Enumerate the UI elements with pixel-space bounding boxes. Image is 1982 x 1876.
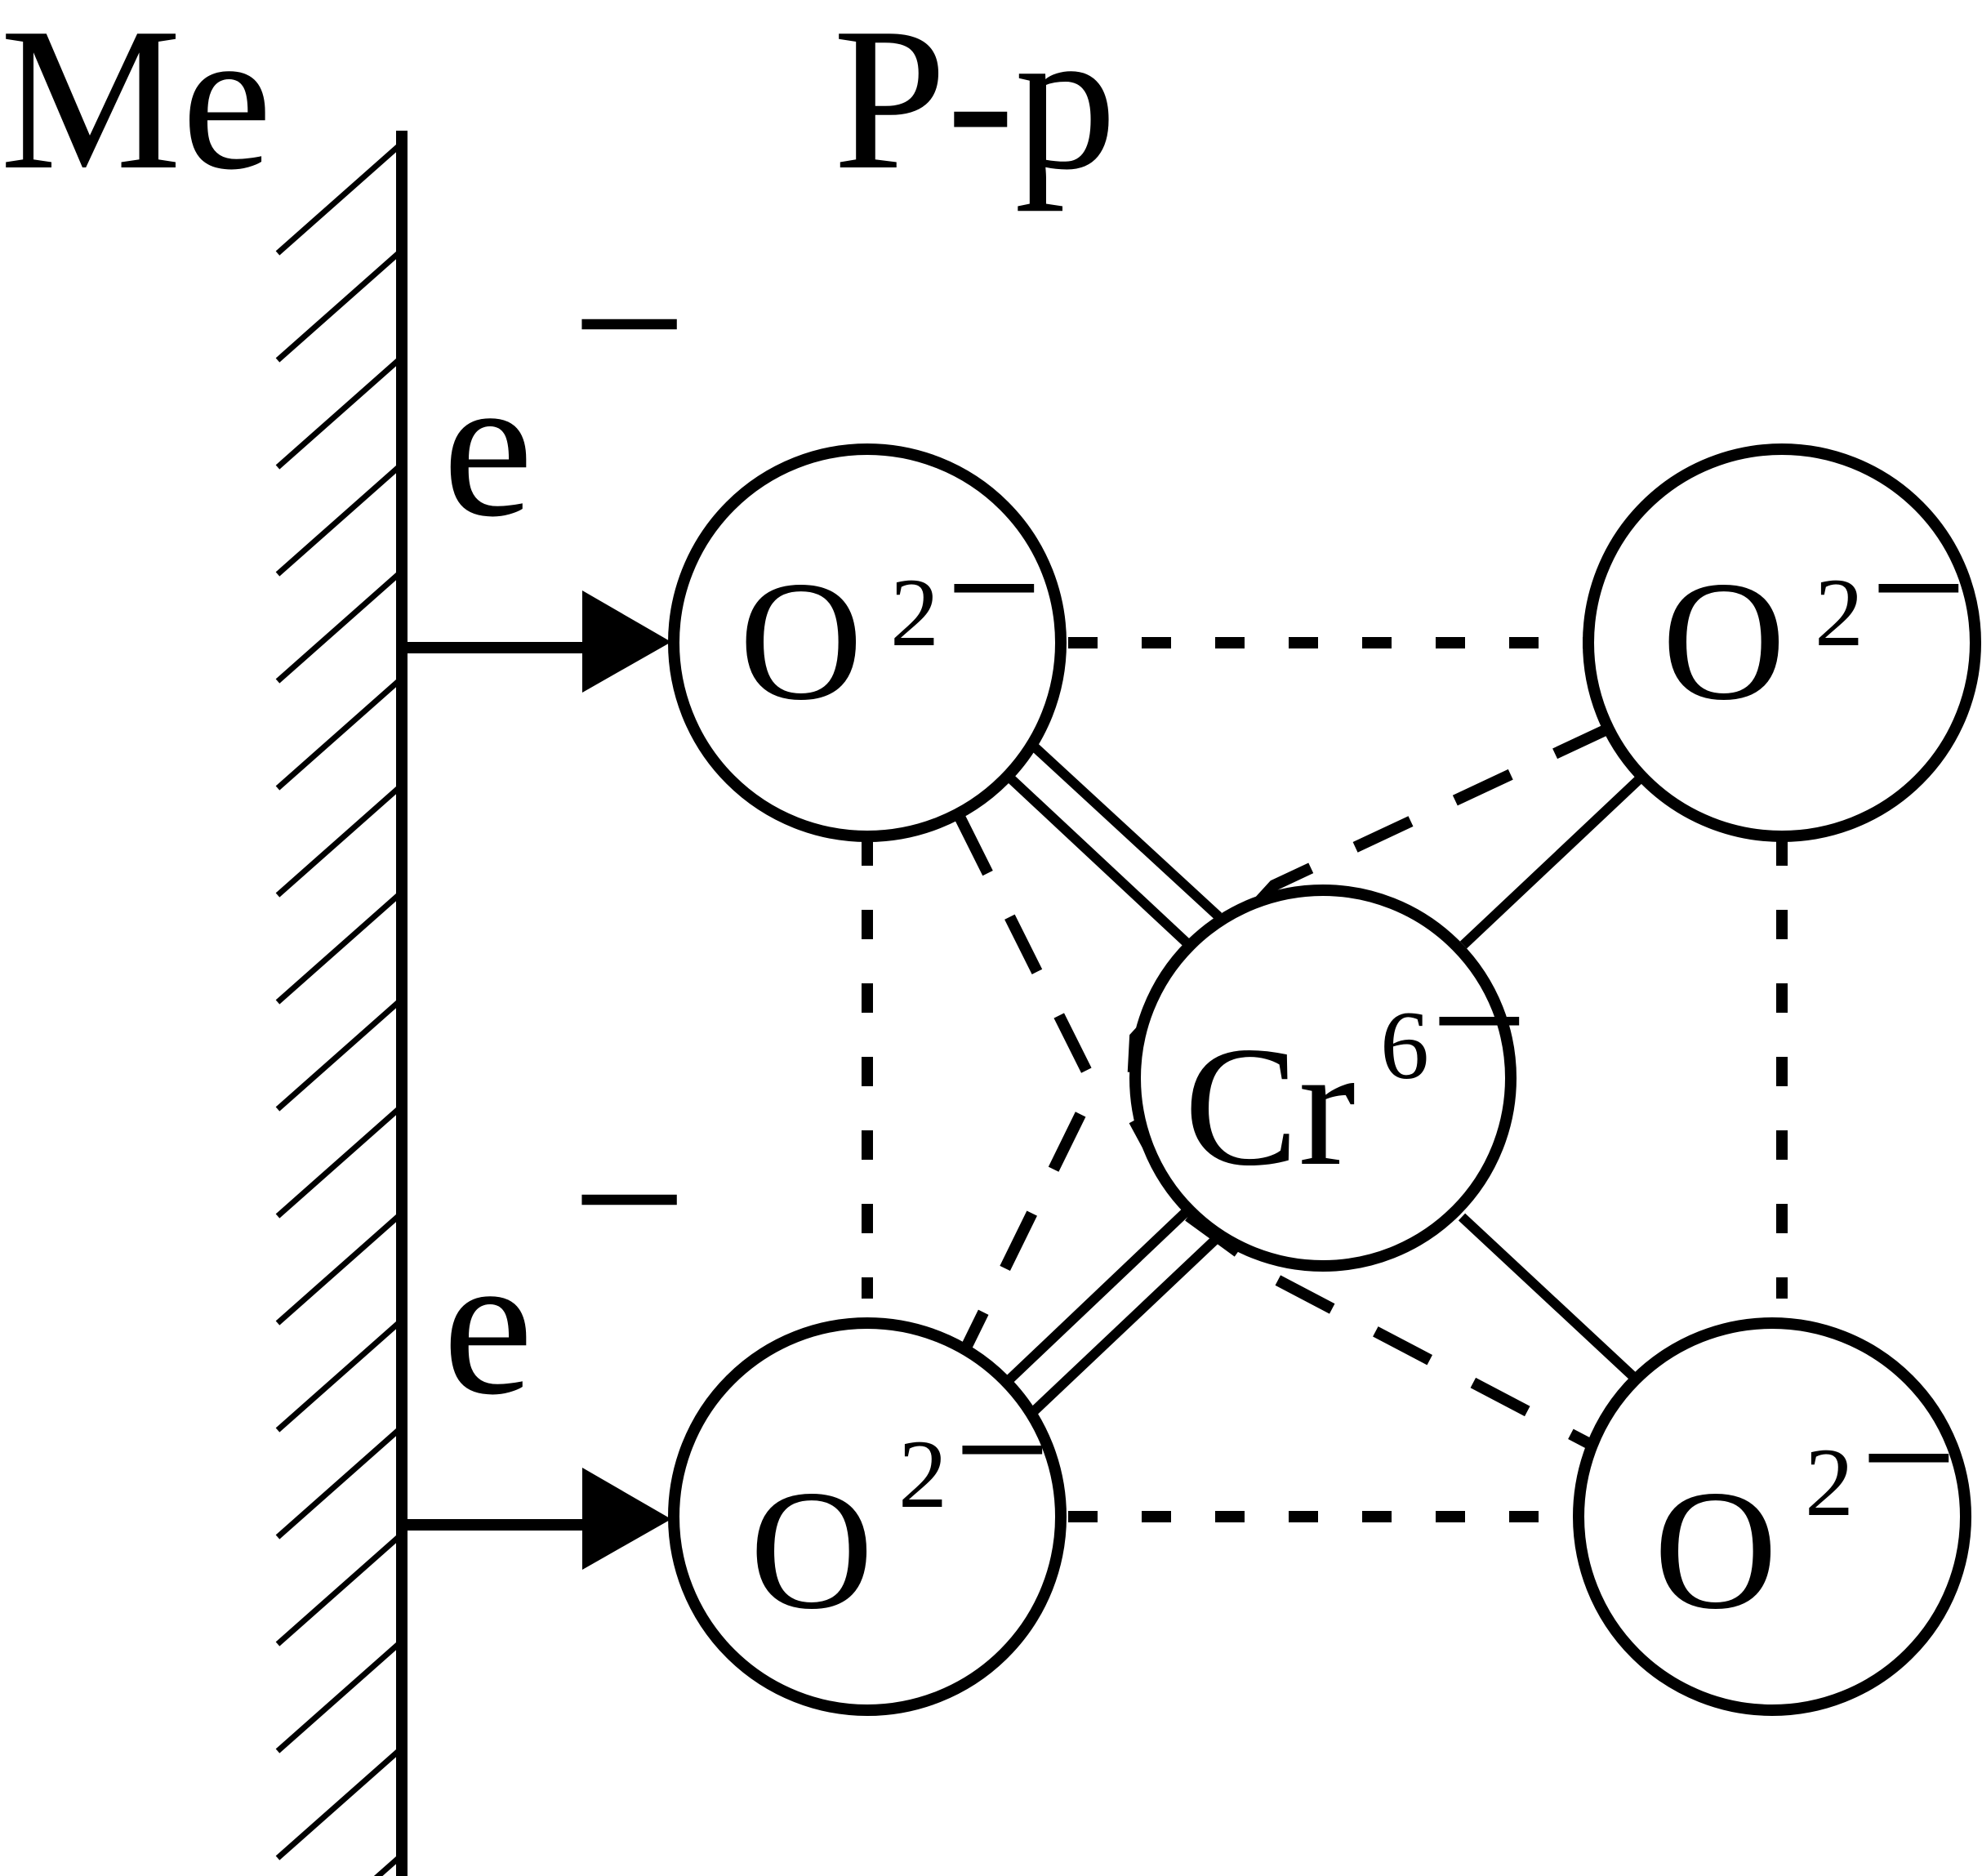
oxygen-symbol-top-left: O [739, 546, 863, 736]
oxygen-dotted-links [862, 637, 1788, 1522]
double-bond-bottom-left [1003, 1208, 1219, 1415]
chromium-symbol: Cr [1184, 1012, 1356, 1201]
electron-arrow-top [402, 590, 671, 693]
hatch-mark [275, 786, 401, 898]
hatch-mark [275, 1749, 401, 1860]
solution-label: P-p [833, 0, 1116, 212]
electron-minus-bottom: − [572, 1086, 687, 1312]
hatch-mark [373, 1856, 401, 1876]
hatch-mark [275, 572, 401, 684]
hatch-mark [275, 251, 401, 363]
chromium-ion [1129, 885, 1517, 1272]
hatch-mark [275, 465, 401, 577]
oxygen-ion-bottom-right [1573, 1317, 1971, 1716]
electron-minus-top: − [572, 211, 687, 437]
oxygen-charge-top-right: 2 [1815, 558, 1864, 666]
hatch-mark [275, 358, 401, 470]
hatch-mark [275, 679, 401, 791]
double-bond-top-left [1002, 741, 1223, 950]
hatch-mark [275, 1642, 401, 1753]
hatch-mark [275, 144, 401, 256]
oxygen-minus-bottom-left: − [954, 1355, 1050, 1544]
oxygen-charge-top-left: 2 [890, 558, 939, 666]
oxygen-ion-top-left [668, 443, 1067, 842]
metal-hatching [275, 144, 401, 1876]
oxygen-symbol-top-right: O [1662, 546, 1786, 736]
hatch-mark [275, 1107, 401, 1219]
oxygen-ion-top-right [1583, 443, 1981, 842]
hatch-mark [275, 1321, 401, 1433]
oxygen-ion-bottom-left [668, 1317, 1067, 1716]
electron-label-bottom: e [443, 1211, 533, 1437]
electron-label-top: e [443, 333, 533, 559]
chromium-charge: 6 [1380, 991, 1429, 1099]
metal-label: Me [0, 0, 272, 212]
oxygen-dashed-diagonals [955, 722, 1613, 1455]
hatch-mark [275, 1214, 401, 1326]
chromium-minus: − [1431, 926, 1527, 1116]
electron-arrow-bottom [402, 1468, 671, 1570]
oxygen-charge-bottom-right: 2 [1805, 1428, 1854, 1536]
oxygen-symbol-bottom-right: O [1654, 1455, 1778, 1645]
hatch-mark [275, 893, 401, 1005]
oxygen-charge-bottom-left: 2 [898, 1419, 947, 1528]
hatch-mark [275, 1535, 401, 1647]
oxygen-symbol-bottom-left: O [750, 1455, 874, 1645]
hatch-mark [275, 1000, 401, 1112]
single-bonds [1458, 767, 1652, 1387]
oxygen-minus-bottom-right: − [1860, 1363, 1957, 1553]
oxygen-minus-top-right: − [1870, 493, 1966, 683]
oxygen-minus-top-left: − [946, 493, 1042, 683]
hatch-mark [275, 1428, 401, 1540]
